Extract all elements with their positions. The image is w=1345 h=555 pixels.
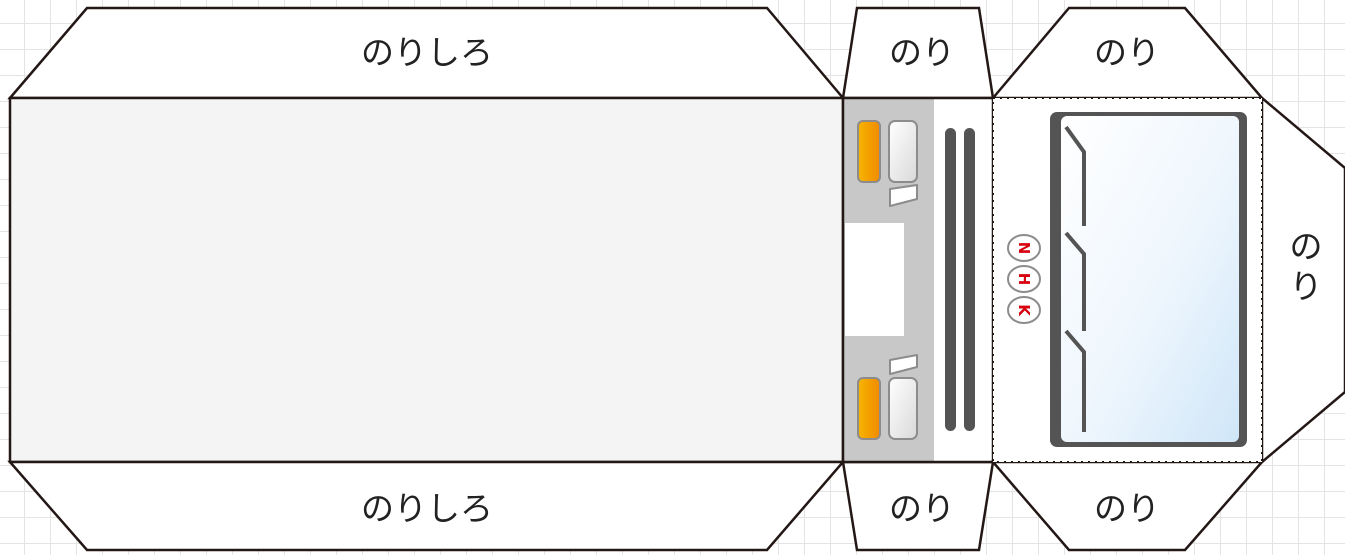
emblem-letter-n: N: [1015, 242, 1033, 255]
wiper-bottom: [1064, 329, 1086, 432]
front-panel-group: [841, 6, 995, 552]
grille-bar-left: [945, 128, 956, 431]
wiper-middle: [1064, 231, 1086, 331]
emblem-badge-n: [1007, 234, 1041, 262]
glue-right-label-char1: の: [1290, 227, 1323, 266]
emblem-badge-k: [1007, 296, 1041, 324]
roof-panel-group: N H K: [990, 6, 1345, 552]
glue-right-label-char2: り: [1290, 267, 1323, 306]
glue-roof-top-label: のり: [1094, 33, 1160, 72]
turn-signal-bottom: [857, 377, 881, 440]
glue-front-top-label: のり: [889, 33, 955, 72]
emblem-badge-h: [1007, 265, 1041, 293]
glue-margin-top-label: のりしろ: [361, 33, 493, 72]
mirror-top: [889, 184, 918, 207]
windshield-glass: [1061, 116, 1239, 442]
nhk-emblem: N H K: [1007, 234, 1041, 324]
glue-front-bottom-label: のり: [889, 489, 955, 528]
turn-signal-top: [857, 120, 881, 183]
headlight-bottom: [888, 377, 918, 440]
side-panel: [8, 96, 845, 464]
emblem-letter-h: H: [1015, 273, 1033, 286]
glue-margin-bottom-tab: [7, 460, 846, 552]
side-panel-group: [7, 6, 846, 552]
glue-margin-bottom-label: のりしろ: [361, 489, 493, 528]
headlight-top: [888, 120, 918, 183]
grille-bar-right: [964, 128, 975, 431]
roof-panel-border: [992, 97, 1263, 463]
emblem-letter-k: K: [1015, 304, 1033, 317]
license-plate-area: [845, 223, 904, 336]
mirror-bottom: [889, 354, 918, 375]
glue-roof-bottom-label: のり: [1094, 489, 1160, 528]
wiper-top: [1064, 125, 1086, 226]
